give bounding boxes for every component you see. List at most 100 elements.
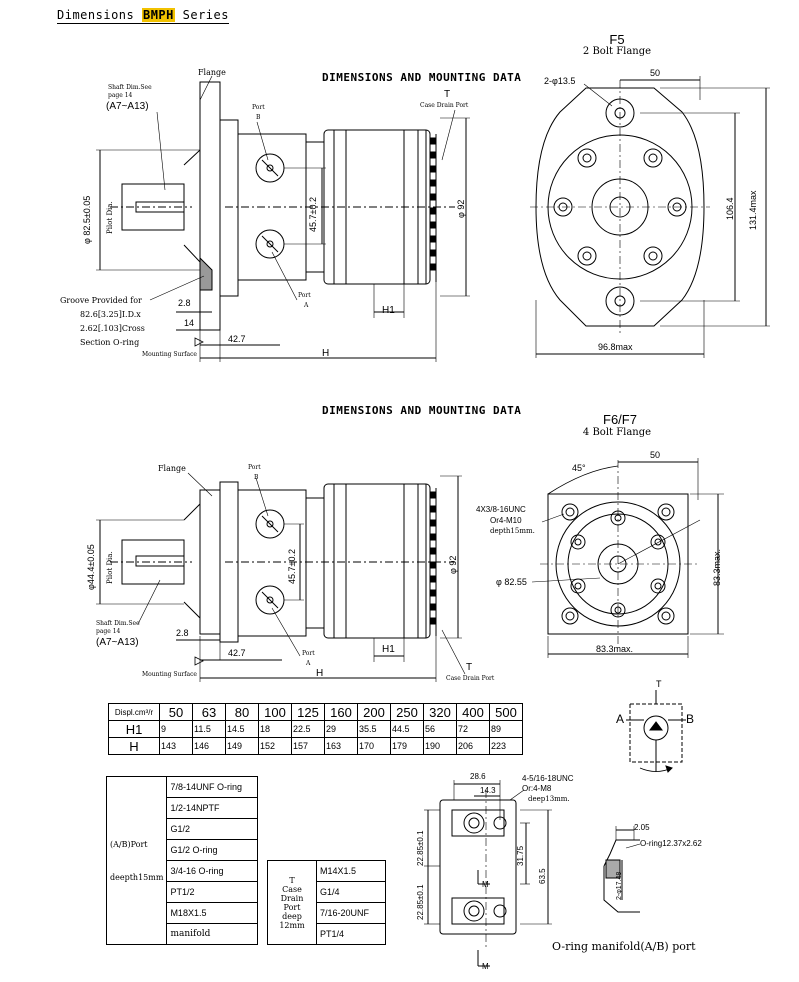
ab-port-option: G1/2 <box>166 818 259 840</box>
table-row-label: H1 <box>108 720 160 738</box>
pilot-dim-1: φ 82.5±0.05 <box>82 195 92 244</box>
table-header-cell: 80 <box>225 703 259 721</box>
ab-port-option: 1/2-14NPTF <box>166 797 259 819</box>
table-cell: 190 <box>423 737 457 755</box>
port-label-a-2: Port <box>302 650 315 657</box>
manifold-thread-note: 4-5/16-18UNC Or:4-M8 deep13mm. <box>522 774 574 803</box>
front-view-f6 <box>531 458 724 658</box>
dim-h1-2: H1 <box>382 644 395 655</box>
ab-port-option: PT1/2 <box>166 881 259 903</box>
manifold-outline <box>439 799 517 935</box>
table-cell: 89 <box>489 720 523 738</box>
table-cell: 223 <box>489 737 523 755</box>
case-drain-label-2: Case Drain Port <box>446 675 495 682</box>
port-label-a-1: Port <box>298 292 311 299</box>
table-cell: 18 <box>258 720 292 738</box>
table-header-cell: 50 <box>159 703 193 721</box>
page-header: Dimensions BMPH Series <box>57 8 229 24</box>
f5-flange-name: F5 <box>609 32 625 47</box>
port-spacing-2: 45.7±0.2 <box>287 549 297 584</box>
table-cell: 163 <box>324 737 358 755</box>
port-a-letter-2: A <box>306 660 311 667</box>
table-header-cell: 63 <box>192 703 226 721</box>
table-cell: 179 <box>390 737 424 755</box>
dim-h-1: H <box>322 348 330 359</box>
table-header-cell: 500 <box>489 703 523 721</box>
dim-2-8-1: 2.8 <box>178 298 191 308</box>
ab-port-option: G1/2 O-ring <box>166 839 259 861</box>
ab-port-option: 7/8-14UNF O-ring <box>166 776 259 798</box>
f5-dim-96: 96.8max <box>598 342 633 352</box>
manifold-dim-22a: 22.85±0.1 <box>416 830 425 866</box>
t-label-2: T <box>466 662 473 673</box>
mounting-surface-1: Mounting Surface <box>142 351 197 358</box>
f5-holes: 2-φ13.5 <box>544 76 576 86</box>
table-cell: 9 <box>159 720 193 738</box>
dim-42-7-1: 42.7 <box>228 334 246 344</box>
manifold-caption: O-ring manifold(A/B) port <box>552 940 696 953</box>
symbol-a: A <box>616 712 625 726</box>
f6-dim-83h: 83.3max. <box>596 644 634 654</box>
manifold-dim-63: 63.5 <box>538 868 547 884</box>
f6-angle: 45° <box>572 463 586 473</box>
table-cell: 44.5 <box>390 720 424 738</box>
table-header-cell: 160 <box>324 703 358 721</box>
f5-flange-outline <box>535 87 705 327</box>
port-b-letter-2: B <box>254 474 259 481</box>
port-b-letter-1: B <box>256 114 261 121</box>
table-header-cell: 200 <box>357 703 391 721</box>
ab-port-option: M18X1.5 <box>166 902 259 924</box>
table-row-label: H <box>108 737 160 755</box>
f6-flange-desc: 4 Bolt Flange <box>582 427 652 438</box>
t-port-option: PT1/4 <box>316 923 386 945</box>
section1-title: DIMENSIONS AND MOUNTING DATA <box>322 71 522 84</box>
pilot-dim-2: φ44.4±0.05 <box>86 544 96 590</box>
port-label-b-2: Port <box>248 464 261 471</box>
table-cell: 206 <box>456 737 490 755</box>
f6-dim-83v: 83.3max. <box>712 548 722 586</box>
f5-dim-50: 50 <box>650 68 661 78</box>
section2-title: DIMENSIONS AND MOUNTING DATA <box>322 404 522 417</box>
dim-h1-1: H1 <box>382 305 395 316</box>
t-label-1: T <box>444 89 451 100</box>
t-port-row: PT1/4 <box>268 923 386 945</box>
table-cell: 146 <box>192 737 226 755</box>
table-header-cell: 320 <box>423 703 457 721</box>
port-label-b-1: Port <box>252 104 265 111</box>
oring-dia: 2-φ17.48 <box>616 871 623 900</box>
case-drain-label-1: Case Drain Port <box>420 102 469 109</box>
f5-dim-131: 131.4max <box>748 190 758 230</box>
hydraulic-symbol <box>626 690 686 773</box>
table-cell: 149 <box>225 737 259 755</box>
ab-port-option: 3/4-16 O-ring <box>166 860 259 882</box>
flange-plate-1 <box>199 81 221 331</box>
port-spacing-1: 45.7±0.2 <box>308 197 318 232</box>
ab-port-option: manifold <box>166 923 259 945</box>
flange-plate-2 <box>199 489 221 635</box>
groove-note: Groove Provided for 82.6[3.25]I.D.x 2.62… <box>60 296 145 347</box>
flange-label-1: Flange <box>198 68 226 77</box>
table-cell: 35.5 <box>357 720 391 738</box>
dia92-1: φ 92 <box>456 199 466 218</box>
oring-dim-205: 2.05 <box>634 823 650 832</box>
table-header-cell: 250 <box>390 703 424 721</box>
table-cell: 170 <box>357 737 391 755</box>
front-view-f5 <box>530 76 770 358</box>
shaft-range-2: (A7~A13) <box>96 637 139 648</box>
t-port-option: G1/4 <box>316 881 386 903</box>
table-cell: 143 <box>159 737 193 755</box>
dim-2-8-2: 2.8 <box>176 628 189 638</box>
oring-section <box>603 826 641 913</box>
table-cell: 157 <box>291 737 325 755</box>
